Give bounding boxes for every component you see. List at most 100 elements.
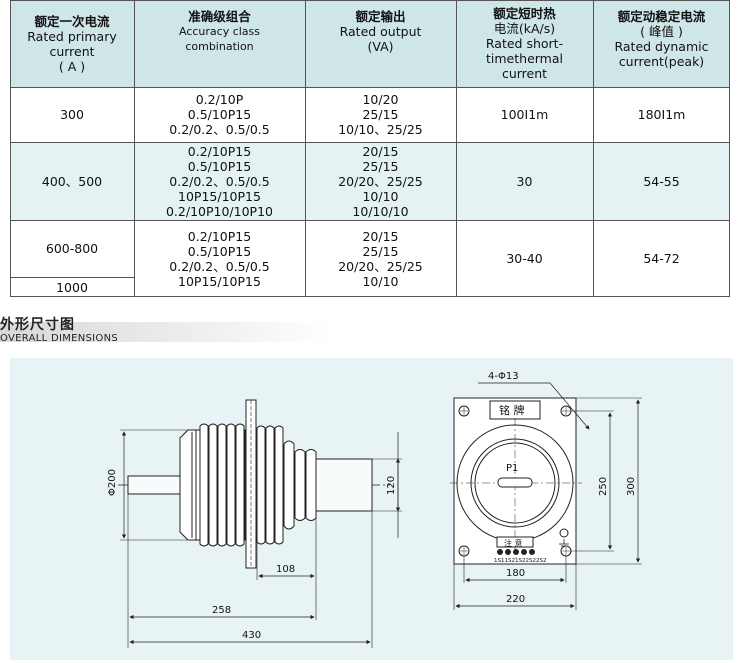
dim-300-label: 300: [626, 477, 637, 496]
hole-label: 4-Φ13: [488, 371, 519, 382]
cell-thermal: 100I1m: [456, 87, 593, 142]
cell-accuracy: 0.2/10P 0.5/10P15 0.2/0.2、0.5/0.5: [134, 87, 305, 142]
terminal-p1-label: P1: [506, 463, 518, 474]
cell-current: 400、500: [10, 142, 134, 220]
header-zh: 额定输出: [355, 9, 406, 24]
front-view: [450, 382, 642, 610]
bushing-ribs: [191, 423, 245, 547]
cell-thermal: 30-40: [456, 220, 593, 297]
cell-line: 20/20、25/25: [338, 173, 423, 189]
header-zh: 额定短时热: [493, 6, 556, 21]
grid-line: [10, 0, 11, 297]
cell-line: 0.2/10P15: [187, 228, 252, 244]
secondary-terminals-label: 1S11S21S22S22S2: [494, 558, 546, 564]
header-en-line: ( A ): [58, 58, 86, 74]
cell-line: 10/10/10: [352, 203, 409, 219]
header-en-line: Rated output: [339, 24, 422, 39]
header-en-line: Rated short-: [485, 36, 564, 51]
note-plate-label: 注 意: [504, 538, 523, 548]
header-en-line: Rated dynamic: [614, 39, 709, 54]
header-en-line: ( 峰值 ): [640, 24, 683, 39]
cell-accuracy: 0.2/10P15 0.5/10P15 0.2/0.2、0.5/0.5 10P1…: [134, 220, 305, 297]
cell-line: 25/15: [362, 107, 399, 122]
dimension-drawing: Φ200 120 108 258 430: [10, 358, 733, 660]
grid-line: [456, 0, 457, 297]
cell-line: 0.2/10P: [195, 92, 244, 107]
header-en-line: Accuracy class: [178, 25, 261, 38]
header-short-time-thermal: 额定短时热 电流(kA/s) Rated short- timethermal …: [456, 0, 593, 87]
section-title-zh: 外形尺寸图: [0, 317, 75, 333]
grid-line: [10, 220, 730, 221]
header-rated-primary-current: 额定一次电流 Rated primary current ( A ): [10, 0, 134, 87]
cell-line: 25/15: [362, 243, 399, 259]
cell-output: 20/15 25/15 20/20、25/25 10/10: [305, 220, 456, 297]
side-view: [118, 399, 402, 648]
cell-line: 10/10: [362, 188, 399, 204]
header-zh: 额定动稳定电流: [617, 9, 706, 24]
dim-250-label: 250: [598, 477, 609, 496]
header-rated-output: 额定输出 Rated output (VA): [305, 0, 456, 87]
dim-120-label: 120: [386, 476, 397, 495]
dim-108-label: 108: [276, 564, 295, 575]
dim-430-label: 430: [242, 630, 261, 641]
header-zh: 准确级组合: [188, 9, 251, 24]
cell-current-secondary: 1000: [10, 277, 134, 297]
dim-180-label: 180: [506, 568, 525, 579]
cell-output: 10/20 25/15 10/10、25/25: [305, 87, 456, 142]
dim-258-label: 258: [212, 605, 231, 616]
cell-accuracy: 0.2/10P15 0.5/10P15 0.2/0.2、0.5/0.5 10P1…: [134, 142, 305, 220]
cell-thermal: 30: [456, 142, 593, 220]
cell-dynamic: 54-55: [593, 142, 730, 220]
section-title-en: OVERALL DIMENSIONS: [0, 333, 119, 344]
dim-diameter-label: Φ200: [107, 469, 118, 496]
grid-line: [305, 0, 306, 297]
cell-line: 0.2/0.2、0.5/0.5: [169, 122, 270, 137]
section-title-bar: [0, 322, 330, 342]
header-dynamic-current: 额定动稳定电流 ( 峰值 ) Rated dynamic current(pea…: [593, 0, 730, 87]
header-en-line: current: [501, 66, 548, 81]
cell-line: 0.2/0.2、0.5/0.5: [169, 258, 270, 274]
cell-line: 0.5/10P15: [187, 107, 252, 122]
cell-line: 20/20、25/25: [338, 258, 423, 274]
grid-line: [593, 0, 594, 297]
cell-current: 600-800: [10, 220, 134, 277]
header-en-line: current: [49, 43, 95, 59]
header-en-line: timethermal: [486, 51, 563, 66]
section-title: 外形尺寸图 OVERALL DIMENSIONS: [0, 314, 118, 344]
header-en-line: Rated primary: [27, 28, 117, 44]
grid-line: [10, 277, 134, 278]
cell-line: 0.2/10P10/10P10: [165, 203, 273, 219]
dim-220-label: 220: [506, 594, 525, 605]
cell-dynamic: 54-72: [593, 220, 730, 297]
cell-line: 0.2/10P15: [187, 143, 252, 159]
header-zh: 额定一次电流: [34, 13, 110, 29]
header-accuracy-class: 准确级组合 Accuracy class combination: [134, 0, 305, 87]
cell-line: 10/20: [362, 92, 399, 107]
cell-line: 25/15: [362, 158, 399, 174]
header-en-line: 电流(kA/s): [493, 21, 556, 36]
cell-line: 20/15: [362, 143, 399, 159]
cell-dynamic: 180I1m: [593, 87, 730, 142]
grid-line: [10, 87, 730, 88]
cell-line: 10/10、25/25: [338, 122, 423, 137]
spec-table: 额定一次电流 Rated primary current ( A ) 准确级组合…: [10, 0, 730, 297]
grid-line: [10, 142, 730, 143]
drawing-svg: Φ200 120 108 258 430: [107, 371, 642, 648]
header-en-line: (VA): [367, 39, 394, 54]
grid-line: [729, 0, 730, 297]
grid-line: [10, 296, 730, 297]
grid-line: [10, 0, 730, 1]
header-en-line: combination: [185, 40, 254, 53]
cell-output: 20/15 25/15 20/20、25/25 10/10 10/10/10: [305, 142, 456, 220]
header-en-line: current(peak): [618, 54, 705, 69]
cell-line: 10/10: [362, 273, 399, 289]
nameplate-label: 铭 牌: [499, 403, 525, 417]
cell-line: 20/15: [362, 228, 399, 244]
cell-line: 0.2/0.2、0.5/0.5: [169, 173, 270, 189]
cell-line: 0.5/10P15: [187, 158, 252, 174]
cell-line: 10P15/10P15: [178, 273, 261, 289]
cell-current: 300: [10, 87, 134, 142]
grid-line: [134, 0, 135, 297]
cell-line: 10P15/10P15: [178, 188, 261, 204]
cell-line: 0.5/10P15: [187, 243, 252, 259]
